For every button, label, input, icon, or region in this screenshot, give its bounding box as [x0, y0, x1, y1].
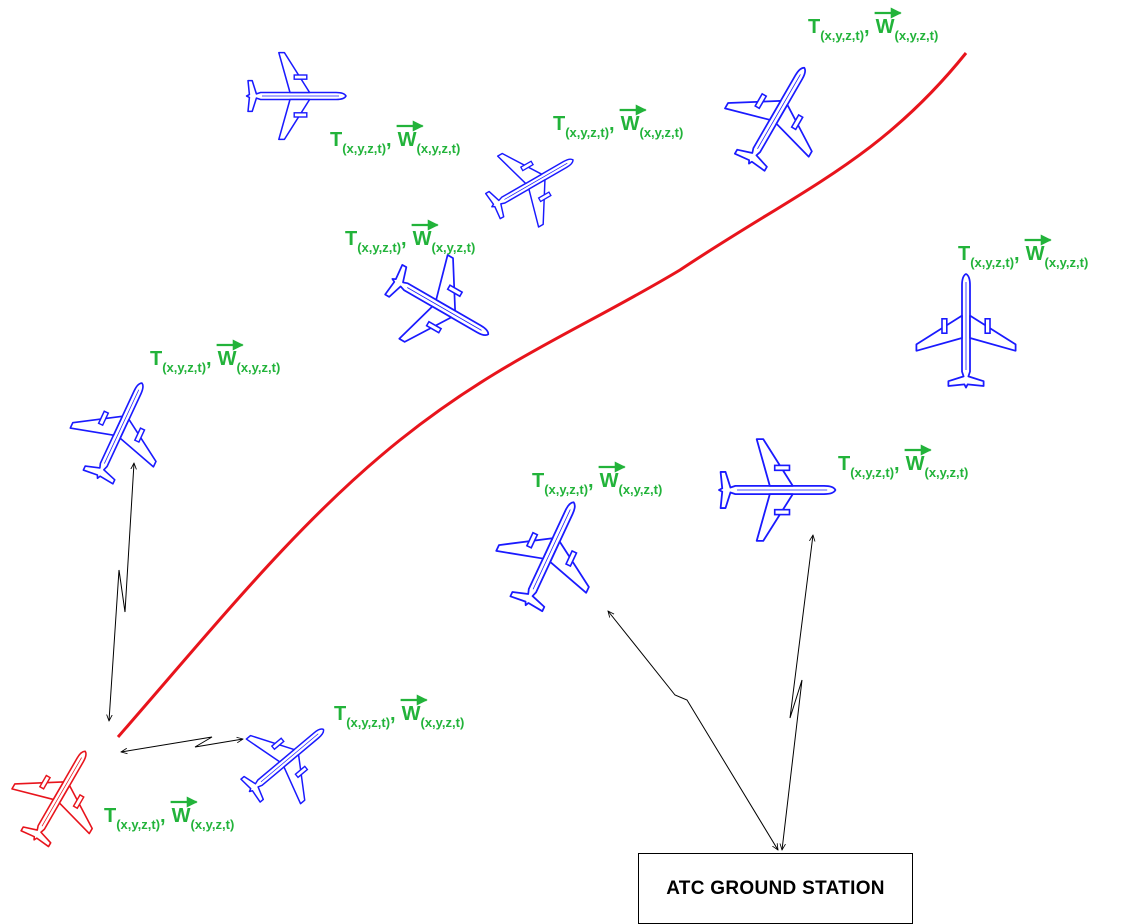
- temperature-symbol: T: [334, 703, 346, 725]
- wind-subscript: (x,y,z,t): [191, 817, 235, 832]
- svg-text:T(x,y,z,t),W(x,y,z,t): T(x,y,z,t),W(x,y,z,t): [345, 228, 475, 255]
- wind-subscript: (x,y,z,t): [1045, 255, 1089, 270]
- traffic-aircraft-icon: [384, 254, 490, 343]
- label-separator: ,: [588, 470, 594, 492]
- temperature-symbol: T: [104, 805, 116, 827]
- temperature-symbol: T: [345, 228, 357, 250]
- label-separator: ,: [401, 228, 407, 250]
- wind-subscript: (x,y,z,t): [237, 360, 281, 375]
- own-ship-aircraft-icon: [11, 750, 93, 848]
- svg-text:T(x,y,z,t),W(x,y,z,t): T(x,y,z,t),W(x,y,z,t): [958, 243, 1088, 270]
- wind-subscript: (x,y,z,t): [417, 141, 461, 156]
- label-separator: ,: [386, 129, 392, 151]
- label-separator: ,: [390, 703, 396, 725]
- atc-ground-station-label: ATC GROUND STATION: [666, 877, 885, 899]
- state-vector-label: T(x,y,z,t),W(x,y,z,t): [334, 694, 464, 730]
- wind-subscript: (x,y,z,t): [421, 715, 465, 730]
- label-separator: ,: [864, 16, 870, 38]
- temperature-subscript: (x,y,z,t): [544, 482, 588, 497]
- temperature-symbol: T: [958, 243, 970, 265]
- temperature-subscript: (x,y,z,t): [357, 240, 401, 255]
- wind-vector-symbol: W: [172, 805, 191, 827]
- link-atc-to-a8: [782, 535, 813, 850]
- wind-subscript: (x,y,z,t): [895, 28, 939, 43]
- state-vector-label: T(x,y,z,t),W(x,y,z,t): [532, 461, 662, 497]
- state-vector-label: T(x,y,z,t),W(x,y,z,t): [104, 796, 234, 832]
- state-vector-label: T(x,y,z,t),W(x,y,z,t): [150, 339, 280, 375]
- svg-text:T(x,y,z,t),W(x,y,z,t): T(x,y,z,t),W(x,y,z,t): [150, 348, 280, 375]
- svg-text:T(x,y,z,t),W(x,y,z,t): T(x,y,z,t),W(x,y,z,t): [532, 470, 662, 497]
- traffic-aircraft-icon: [69, 382, 157, 485]
- wind-subscript: (x,y,z,t): [619, 482, 663, 497]
- state-vector-label: T(x,y,z,t),W(x,y,z,t): [958, 234, 1088, 270]
- temperature-symbol: T: [532, 470, 544, 492]
- temperature-symbol: T: [150, 348, 162, 370]
- traffic-aircraft-icon: [240, 728, 325, 805]
- state-vector-label: T(x,y,z,t),W(x,y,z,t): [553, 104, 683, 140]
- link-ego-to-a4: [109, 463, 134, 721]
- state-vector-label: T(x,y,z,t),W(x,y,z,t): [330, 120, 460, 156]
- traffic-aircraft-icon: [245, 51, 347, 141]
- link-atc-to-a7: [608, 611, 778, 850]
- temperature-subscript: (x,y,z,t): [565, 125, 609, 140]
- label-separator: ,: [206, 348, 212, 370]
- svg-text:T(x,y,z,t),W(x,y,z,t): T(x,y,z,t),W(x,y,z,t): [334, 703, 464, 730]
- wind-vector-symbol: W: [876, 16, 895, 38]
- wind-subscript: (x,y,z,t): [640, 125, 684, 140]
- wind-vector-symbol: W: [600, 470, 619, 492]
- svg-text:T(x,y,z,t),W(x,y,z,t): T(x,y,z,t),W(x,y,z,t): [838, 453, 968, 480]
- temperature-symbol: T: [553, 113, 565, 135]
- state-vector-label: T(x,y,z,t),W(x,y,z,t): [808, 7, 938, 43]
- temperature-symbol: T: [808, 16, 820, 38]
- label-separator: ,: [160, 805, 166, 827]
- state-vector-label: T(x,y,z,t),W(x,y,z,t): [345, 219, 475, 255]
- atc-ground-station: ATC GROUND STATION: [638, 853, 913, 924]
- temperature-subscript: (x,y,z,t): [162, 360, 206, 375]
- temperature-subscript: (x,y,z,t): [116, 817, 160, 832]
- temperature-subscript: (x,y,z,t): [342, 141, 386, 156]
- wind-vector-symbol: W: [402, 703, 421, 725]
- temperature-subscript: (x,y,z,t): [850, 465, 894, 480]
- link-ego-to-a9: [121, 736, 243, 752]
- svg-text:T(x,y,z,t),W(x,y,z,t): T(x,y,z,t),W(x,y,z,t): [553, 113, 683, 140]
- temperature-subscript: (x,y,z,t): [970, 255, 1014, 270]
- traffic-aircraft-icon: [915, 273, 1017, 389]
- label-separator: ,: [1014, 243, 1020, 265]
- wind-vector-symbol: W: [413, 228, 432, 250]
- traffic-aircraft-icon: [718, 438, 837, 542]
- wind-vector-symbol: W: [1026, 243, 1045, 265]
- wind-subscript: (x,y,z,t): [925, 465, 969, 480]
- svg-text:T(x,y,z,t),W(x,y,z,t): T(x,y,z,t),W(x,y,z,t): [808, 16, 938, 43]
- wind-vector-symbol: W: [621, 113, 640, 135]
- wind-subscript: (x,y,z,t): [432, 240, 476, 255]
- state-vector-label: T(x,y,z,t),W(x,y,z,t): [838, 444, 968, 480]
- traffic-aircraft-icon: [485, 152, 574, 228]
- svg-text:T(x,y,z,t),W(x,y,z,t): T(x,y,z,t),W(x,y,z,t): [330, 129, 460, 156]
- temperature-symbol: T: [330, 129, 342, 151]
- label-separator: ,: [894, 453, 900, 475]
- communication-links: [109, 463, 813, 850]
- planned-trajectory: [116, 52, 968, 738]
- wind-vector-symbol: W: [398, 129, 417, 151]
- temperature-subscript: (x,y,z,t): [346, 715, 390, 730]
- temperature-symbol: T: [838, 453, 850, 475]
- traffic-aircraft-icon: [495, 501, 590, 613]
- wind-vector-symbol: W: [218, 348, 237, 370]
- traffic-aircraft-icon: [724, 66, 813, 172]
- label-separator: ,: [609, 113, 615, 135]
- svg-text:T(x,y,z,t),W(x,y,z,t): T(x,y,z,t),W(x,y,z,t): [104, 805, 234, 832]
- wind-vector-symbol: W: [906, 453, 925, 475]
- temperature-subscript: (x,y,z,t): [820, 28, 864, 43]
